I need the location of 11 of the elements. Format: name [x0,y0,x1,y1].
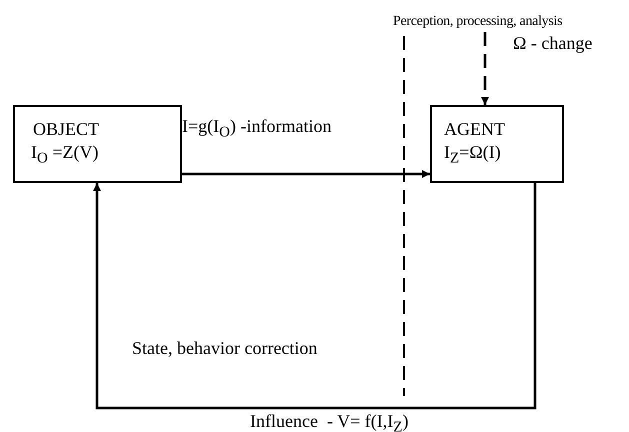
box-title: OBJECT [33,119,100,139]
formula: I$_{O}$ =Z(V) [31,142,98,169]
arrow [93,183,536,410]
annotation-text: Perception, processing, analysis [393,13,562,31]
box-title: AGENT [444,119,505,139]
arrow [481,32,489,105]
process-box [13,105,182,183]
formula-label: Influence - V= f(I,I$_{Z}$) [250,411,408,432]
arrow [182,170,430,178]
process-box [430,105,564,183]
formula: I$_{Z}$=Ω(I) [444,142,501,169]
